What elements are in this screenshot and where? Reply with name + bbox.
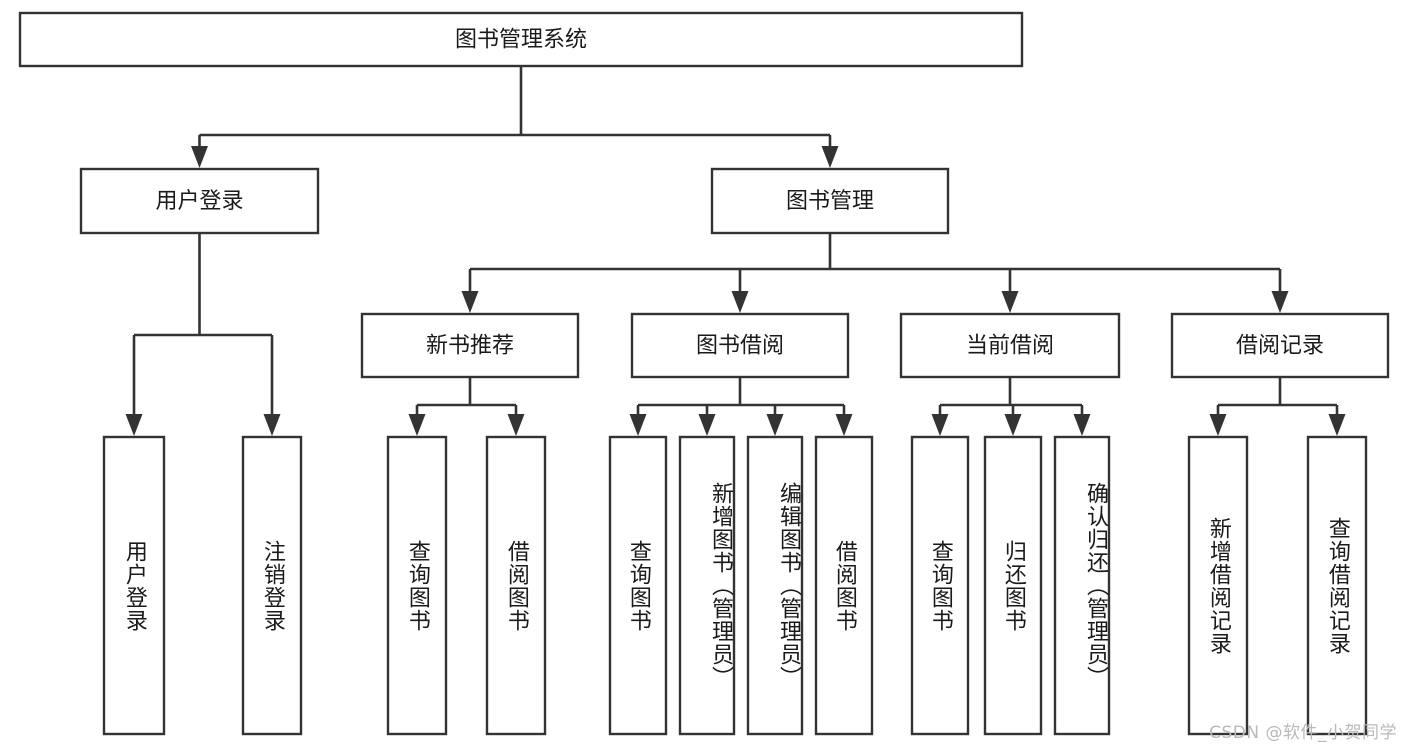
node-level3-1[interactable] bbox=[630, 312, 850, 379]
node-leaf-1[interactable] bbox=[241, 435, 303, 736]
node-root-图书管理系统[interactable] bbox=[18, 11, 1024, 68]
node-leaf-11[interactable] bbox=[1187, 435, 1249, 736]
node-leaf-5[interactable] bbox=[678, 435, 736, 736]
node-label: 借阅记录 bbox=[1236, 334, 1324, 359]
node-label: 图书管理系统 bbox=[455, 28, 587, 53]
node-leaf-0[interactable] bbox=[102, 435, 166, 736]
node-leaf-4[interactable] bbox=[608, 435, 668, 736]
node-leaf-8[interactable] bbox=[910, 435, 970, 736]
node-label: 新书推荐 bbox=[426, 334, 514, 359]
node-label: 图书借阅 bbox=[696, 334, 784, 359]
node-leaf-10[interactable] bbox=[1053, 435, 1111, 736]
node-leaf-7[interactable] bbox=[814, 435, 874, 736]
node-leaf-12[interactable] bbox=[1306, 435, 1368, 736]
node-label: 图书管理 bbox=[786, 189, 874, 214]
node-level3-2[interactable] bbox=[899, 312, 1121, 379]
watermark-text: CSDN @软件_小贺同学 bbox=[1209, 723, 1397, 743]
node-level2-0[interactable] bbox=[79, 167, 320, 235]
boxes-layer bbox=[18, 11, 1390, 736]
node-leaf-9[interactable] bbox=[983, 435, 1043, 736]
node-level3-0[interactable] bbox=[360, 312, 580, 379]
node-leaf-2[interactable] bbox=[386, 435, 448, 736]
connectors-layer bbox=[125, 66, 1346, 436]
node-label: 用户登录 bbox=[155, 189, 243, 214]
node-leaf-6[interactable] bbox=[746, 435, 804, 736]
node-level3-3[interactable] bbox=[1170, 312, 1390, 379]
node-label: 当前借阅 bbox=[966, 334, 1054, 359]
node-leaf-3[interactable] bbox=[485, 435, 547, 736]
node-level2-1[interactable] bbox=[710, 167, 950, 235]
